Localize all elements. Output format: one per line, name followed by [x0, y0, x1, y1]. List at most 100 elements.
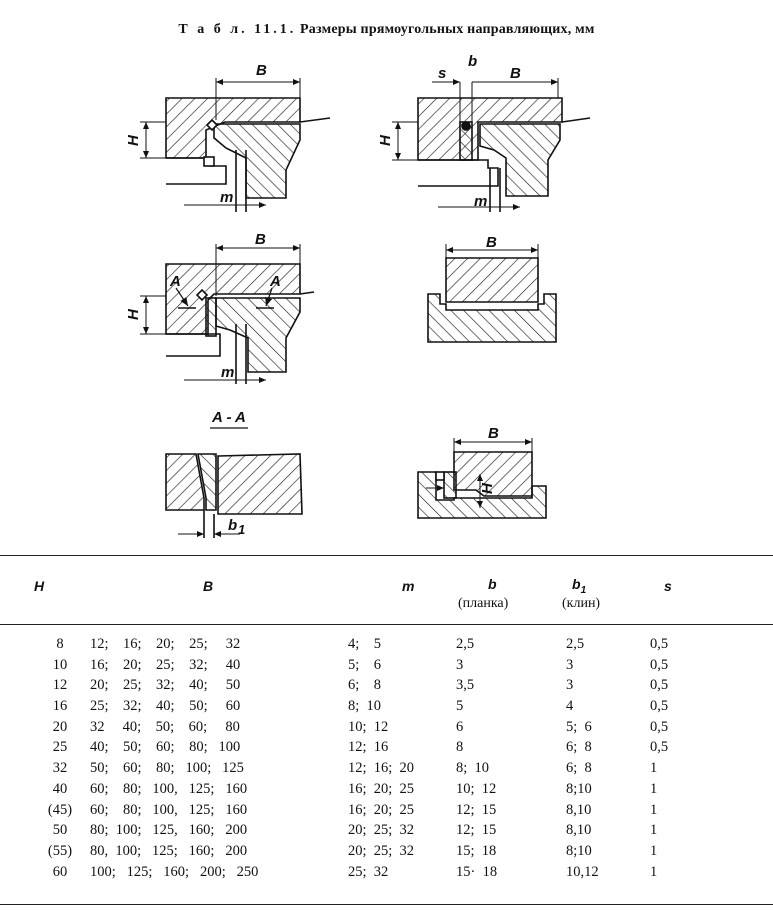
header-b1-index: 1	[580, 584, 587, 596]
cell-b-planka: 8; 10	[456, 760, 490, 777]
drawing-guide-3	[140, 244, 315, 384]
cell-b1-klin: 8;10	[566, 780, 592, 797]
cell-b-planka: 5	[456, 698, 464, 715]
label-b-2: B	[510, 65, 521, 82]
cell-m: 20; 25; 32	[348, 822, 415, 839]
cell-b-planka: 2,5	[456, 636, 475, 652]
table-row: 8 12; 16; 20; 25; 32 4; 5 2,5 2,5 0,5	[0, 636, 773, 657]
cell-s: 1	[650, 780, 658, 797]
cell-s: 1	[650, 842, 658, 859]
table-row: 32 50; 60; 80; 100; 125 12; 16; 20 8; 10…	[0, 760, 773, 781]
cell-h: 50	[52, 822, 68, 839]
guides-drawings: B H m s b B H m	[125, 53, 591, 538]
table-row: 10 16; 20; 25; 32; 40 5; 6 3 3 0,5	[0, 657, 773, 678]
cell-b1-klin: 10,12	[566, 863, 599, 880]
cell-h: 20	[52, 718, 68, 735]
label-h-6: H	[479, 482, 496, 494]
header-b1-klin-sub: (клин)	[562, 596, 601, 611]
cell-s: 0,5	[650, 656, 669, 673]
cell-b-planka: 6	[456, 718, 464, 735]
label-b-4: B	[486, 234, 497, 251]
cell-m: 16; 20; 25	[348, 780, 415, 797]
cell-b1-klin: 8,10	[566, 822, 592, 839]
table-row: 40 60; 80; 100, 125; 160 16; 20; 25 10; …	[0, 781, 773, 802]
header-h: H	[34, 578, 45, 594]
cell-b: 12; 16; 20; 25; 32	[90, 636, 241, 652]
cell-s: 0,5	[650, 718, 669, 735]
cell-b: 20; 25; 32; 40; 50	[90, 677, 241, 694]
table-rule-bottom	[0, 904, 773, 905]
cell-s: 1	[650, 760, 658, 777]
table-row: 60 100; 125; 160; 200; 250 25; 32 15· 18…	[0, 864, 773, 885]
cell-h: 8	[56, 636, 64, 652]
cell-m: 8; 10	[348, 698, 382, 715]
drawing-section-aa	[165, 453, 303, 538]
header-b-planka-sub: (планка)	[458, 596, 509, 611]
table-rule-top	[0, 555, 773, 556]
label-b-1: B	[256, 62, 267, 79]
cell-h: 25	[52, 739, 68, 756]
cell-s: 0,5	[650, 739, 669, 756]
section-label: A - A	[211, 409, 246, 426]
cell-b-planka: 10; 12	[456, 780, 497, 797]
label-m-1: m	[220, 189, 233, 206]
table-row: 20 32 40; 50; 60; 80 10; 12 6 5; 6 0,5	[0, 719, 773, 740]
label-b1-sub: 1	[238, 522, 245, 537]
cell-m: 6; 8	[348, 677, 382, 694]
drawing-guide-2	[392, 78, 591, 212]
cell-b1-klin: 3	[566, 677, 574, 694]
cell-m: 12; 16	[348, 739, 389, 756]
cell-b: 25; 32; 40; 50; 60	[90, 698, 241, 715]
cell-b-planka: 8	[456, 739, 464, 756]
header-m: m	[402, 578, 415, 594]
cell-m: 20; 25; 32	[348, 842, 415, 859]
cell-b: 16; 20; 25; 32; 40	[90, 656, 241, 673]
table-title-text: Размеры прямоугольных направляющих, мм	[300, 22, 595, 37]
label-m-3: m	[221, 364, 234, 381]
cell-b1-klin: 6; 8	[566, 739, 592, 756]
table-row: 16 25; 32; 40; 50; 60 8; 10 5 4 0,5	[0, 698, 773, 719]
cell-b: 80, 100; 125; 160; 200	[90, 842, 248, 859]
cell-b: 40; 50; 60; 80; 100	[90, 739, 241, 756]
cell-m: 10; 12	[348, 718, 389, 735]
cell-s: 0,5	[650, 677, 669, 694]
label-b1: b	[228, 517, 237, 534]
cell-b-planka: 12; 15	[456, 822, 497, 839]
cell-b1-klin: 8,10	[566, 801, 592, 818]
cell-h: 16	[52, 698, 68, 715]
cell-b: 100; 125; 160; 200; 250	[90, 863, 259, 880]
header-b-planka: b	[488, 576, 497, 592]
cell-h: 32	[52, 760, 68, 777]
header-b1-klin: b1	[572, 576, 586, 596]
label-a-right: A	[269, 273, 281, 290]
cell-m: 4; 5	[348, 636, 382, 652]
cell-b-planka: 3	[456, 656, 464, 673]
label-m-2: m	[474, 193, 487, 210]
table-row: (45) 60; 80; 100, 125; 160 16; 20; 25 12…	[0, 802, 773, 823]
table-body: 8 12; 16; 20; 25; 32 4; 5 2,5 2,5 0,5 10…	[0, 636, 773, 884]
cell-s: 1	[650, 863, 658, 880]
label-b-6: B	[488, 425, 499, 442]
label-h-1: H	[125, 134, 142, 146]
label-h-3: H	[125, 308, 142, 320]
cell-h: (55)	[47, 842, 73, 859]
table-row: 50 80; 100; 125, 160; 200 20; 25; 32 12;…	[0, 822, 773, 843]
cell-s: 1	[650, 822, 658, 839]
drawing-guide-1	[140, 78, 331, 212]
cell-h: (45)	[47, 801, 73, 818]
table-row: (55) 80, 100; 125; 160; 200 20; 25; 32 1…	[0, 843, 773, 864]
table-title: Т а б л. 11.1. Размеры прямоугольных нап…	[0, 22, 773, 38]
label-s-2: s	[438, 65, 446, 82]
drawing-guide-6	[417, 438, 547, 519]
cell-b1-klin: 4	[566, 698, 574, 715]
cell-b: 50; 60; 80; 100; 125	[90, 760, 244, 777]
cell-s: 1	[650, 801, 658, 818]
cell-b1-klin: 8;10	[566, 842, 592, 859]
cell-h: 10	[52, 656, 68, 673]
cell-b1-klin: 5; 6	[566, 718, 592, 735]
header-b1-letter: b	[572, 576, 581, 592]
cell-b: 60; 80; 100, 125; 160	[90, 780, 248, 797]
cell-m: 12; 16; 20	[348, 760, 415, 777]
cell-m: 16; 20; 25	[348, 801, 415, 818]
cell-s: 0,5	[650, 698, 669, 715]
